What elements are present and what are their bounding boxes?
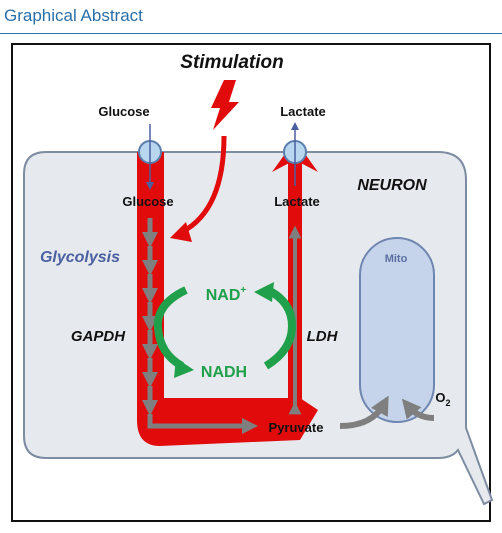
pyruvate-to-mito-arrow <box>339 395 389 429</box>
nadh-label: NADH <box>201 364 247 381</box>
gapdh-label: GAPDH <box>71 328 126 345</box>
nadh-oxidation-arrowhead <box>254 282 274 302</box>
lightning-bolt-icon <box>211 80 239 130</box>
pyruvate-label: Pyruvate <box>269 420 324 435</box>
nadh-oxidation-arrow <box>263 286 297 370</box>
lactate-efflux-arrowhead <box>291 122 299 130</box>
graphical-abstract-title: Graphical Abstract <box>4 6 143 25</box>
glucose-uptake-arrowhead <box>146 182 154 190</box>
nad-reduction-arrow <box>153 286 188 370</box>
lactate-inside-label: Lactate <box>274 194 320 209</box>
lactate-outside-label: Lactate <box>280 104 326 119</box>
nad-plus-label: NAD+ <box>206 285 247 304</box>
mitochondrion <box>359 237 435 423</box>
ldh-label: LDH <box>307 328 339 345</box>
oxygen-label: O2 <box>435 390 450 408</box>
neuron-label: NEURON <box>357 177 427 194</box>
stimulation-label: Stimulation <box>180 52 283 73</box>
stimulation-arrow <box>180 135 227 235</box>
glucose-outside-label: Glucose <box>98 104 149 119</box>
stimulation-arrowhead <box>170 222 192 242</box>
glycolysis-label: Glycolysis <box>40 249 120 266</box>
header-rule <box>0 33 502 34</box>
nad-reduction-arrowhead <box>174 358 194 378</box>
oxygen-to-mito-arrow <box>401 398 435 421</box>
to-pyruvate-arrow <box>147 414 259 435</box>
glucose-inside-label: Glucose <box>122 194 173 209</box>
mito-label: Mito <box>385 253 408 265</box>
